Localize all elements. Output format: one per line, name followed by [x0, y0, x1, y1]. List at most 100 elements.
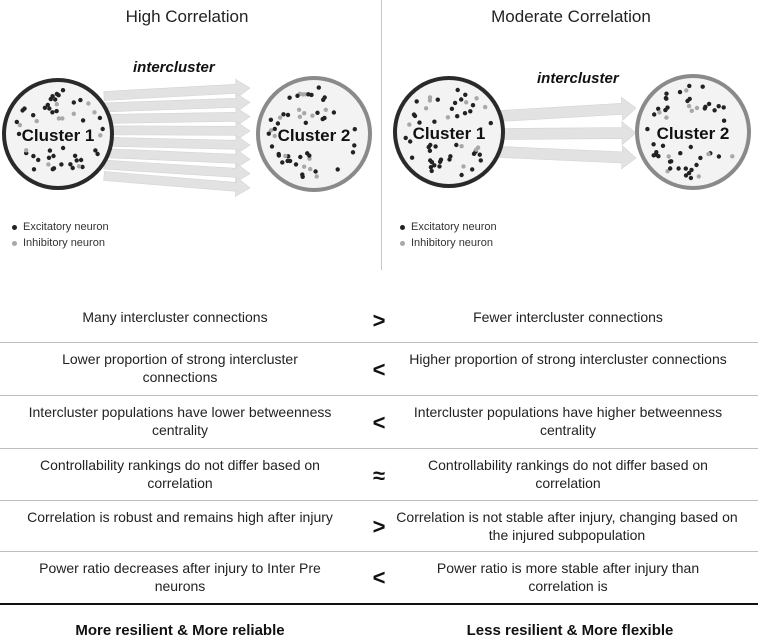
left-panel-title: High Correlation — [125, 7, 249, 26]
excitatory-neuron-dot — [427, 148, 433, 153]
inhibitory-neuron-dot — [666, 154, 671, 159]
excitatory-neuron-dot — [668, 166, 673, 171]
comparison-left: Many intercluster connections — [82, 309, 268, 325]
inhibitory-neuron-dot — [657, 110, 662, 115]
inhibitory-neuron-dot — [730, 154, 735, 159]
inhibitory-neuron-dot — [17, 122, 23, 128]
inhibitory-neuron-dot — [98, 133, 103, 138]
excitatory-neuron-dot — [462, 111, 468, 116]
inhibitory-neuron-dot — [297, 114, 303, 120]
excitatory-neuron-dot — [409, 155, 415, 160]
footer-right-summary: Less resilient & More flexible — [466, 622, 674, 639]
comparison-left: Correlation is robust and remains high a… — [27, 509, 333, 525]
excitatory-neuron-dot — [698, 155, 703, 161]
comparison-left: Controllability rankings do not differ b… — [40, 457, 320, 491]
excitatory-neuron-dot — [300, 172, 305, 177]
inhibitory-neuron-dot — [272, 133, 277, 139]
excitatory-neuron-dot — [305, 151, 310, 156]
excitatory-neuron-dot — [80, 118, 86, 123]
excitatory-neuron-dot — [700, 84, 705, 89]
left-legend: Excitatory neuron Inhibitory neuron — [12, 221, 109, 249]
excitatory-neuron-dot — [59, 162, 64, 167]
comparison-right: Fewer intercluster connections — [473, 309, 663, 325]
excitatory-neuron-dot — [78, 97, 83, 103]
excitatory-neuron-dot — [50, 110, 55, 115]
left-cluster-2-label: Cluster 2 — [278, 126, 351, 145]
excitatory-neuron-dot — [309, 92, 314, 98]
excitatory-neuron-dot — [477, 152, 482, 157]
excitatory-neuron-dot — [454, 142, 459, 148]
intercluster-arrow — [499, 96, 637, 122]
excitatory-neuron-dot — [266, 131, 271, 136]
excitatory-neuron-dot — [706, 101, 712, 107]
excitatory-neuron-dot — [287, 95, 292, 100]
excitatory-neuron-dot — [703, 104, 708, 110]
comparison-symbol: > — [372, 308, 386, 333]
inhibitory-neuron-dot — [407, 122, 412, 127]
excitatory-neuron-dot — [320, 116, 325, 122]
inhibitory-neuron-dot — [459, 144, 464, 149]
intercluster-arrow — [103, 171, 251, 197]
excitatory-neuron-dot — [664, 91, 669, 96]
excitatory-neuron-dot — [53, 97, 58, 102]
inhibitory-neuron-dot — [706, 151, 711, 157]
excitatory-neuron-dot — [470, 103, 476, 108]
excitatory-neuron-dot — [60, 88, 66, 93]
excitatory-neuron-dot — [42, 105, 48, 111]
inhibitory-neuron-dot — [86, 101, 91, 106]
excitatory-neuron-dot — [95, 151, 100, 157]
excitatory-neuron-dot — [54, 91, 60, 97]
inhibitory-neuron-dot — [308, 166, 313, 172]
excitatory-neuron-dot — [31, 113, 36, 118]
excitatory-neuron-dot — [45, 102, 50, 108]
excitatory-neuron-dot — [660, 143, 666, 148]
comparison-symbol: < — [372, 410, 386, 435]
excitatory-neuron-dot — [50, 167, 55, 172]
excitatory-neuron-dot — [352, 143, 357, 148]
intercluster-arrow — [103, 134, 251, 155]
excitatory-neuron-dot — [352, 127, 357, 132]
inhibitory-neuron-dot — [323, 107, 328, 113]
intercluster-arrow — [103, 148, 251, 169]
inhibitory-neuron-dot — [54, 102, 59, 107]
excitatory-neuron-dot — [687, 96, 692, 102]
left-cluster-1: Cluster 1 — [2, 78, 114, 190]
inhibitory-neuron-dot — [296, 107, 302, 113]
excitatory-neuron-dot — [435, 97, 440, 102]
inhibitory-neuron-dot — [427, 98, 433, 103]
excitatory-dot-icon — [12, 224, 17, 230]
excitatory-neuron-dot — [645, 126, 650, 132]
inhibitory-neuron-dot — [686, 103, 692, 109]
legend-inhibitory-label: Inhibitory neuron — [23, 237, 105, 249]
excitatory-neuron-dot — [689, 167, 694, 173]
left-cluster-1-label: Cluster 1 — [22, 126, 95, 145]
excitatory-neuron-dot — [652, 112, 657, 117]
excitatory-neuron-dot — [452, 100, 458, 106]
excitatory-neuron-dot — [694, 162, 699, 168]
inhibitory-neuron-dot — [483, 104, 488, 110]
excitatory-neuron-dot — [74, 158, 79, 163]
excitatory-neuron-dot — [687, 83, 692, 89]
comparison-row: Controllability rankings do not differ b… — [0, 449, 758, 500]
excitatory-neuron-dot — [350, 150, 356, 155]
comparison-symbol: < — [372, 565, 386, 590]
excitatory-neuron-dot — [303, 120, 308, 126]
comparison-row: Many intercluster connections > Fewer in… — [0, 300, 758, 344]
excitatory-neuron-dot — [31, 153, 36, 159]
inhibitory-dot-icon — [12, 240, 17, 246]
excitatory-neuron-dot — [313, 169, 318, 174]
inhibitory-neuron-dot — [310, 113, 315, 118]
excitatory-neuron-dot — [403, 135, 408, 141]
excitatory-neuron-dot — [488, 120, 493, 126]
left-cluster-2: Cluster 2 — [256, 76, 372, 192]
excitatory-neuron-dot — [449, 106, 455, 112]
right-intercluster-label: intercluster — [537, 70, 619, 87]
right-legend: Excitatory neuron Inhibitory neuron — [400, 221, 497, 249]
legend-excitatory: Excitatory neuron — [12, 221, 109, 233]
right-cluster-2-label: Cluster 2 — [657, 124, 730, 143]
inhibitory-neuron-dot — [314, 174, 319, 179]
left-intercluster-label: intercluster — [133, 59, 215, 76]
inhibitory-neuron-dot — [445, 115, 451, 120]
excitatory-neuron-dot — [280, 160, 285, 165]
comparison-symbol: > — [372, 514, 386, 539]
